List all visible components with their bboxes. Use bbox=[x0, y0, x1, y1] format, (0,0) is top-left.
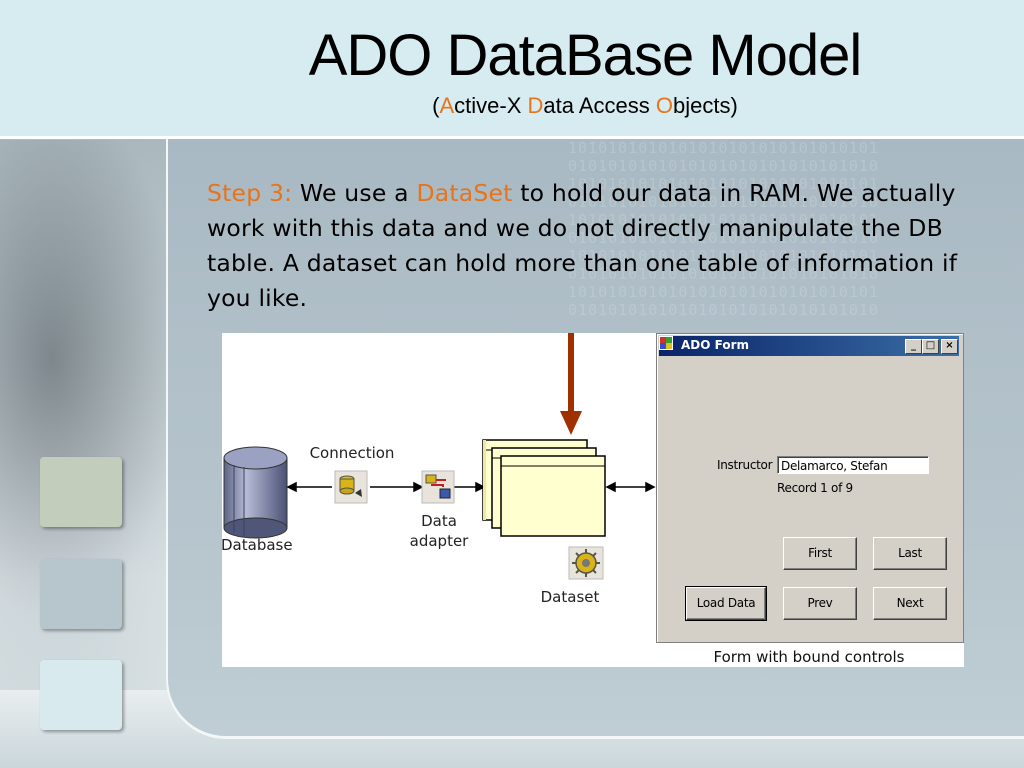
database-label: Database bbox=[222, 536, 293, 554]
slide-subtitle: (Active-X Data Access Objects) bbox=[0, 93, 1024, 119]
database-cylinder-icon bbox=[223, 446, 288, 539]
subtitle-open-paren: ( bbox=[432, 93, 440, 118]
step-label: Step 3: bbox=[207, 179, 293, 207]
ado-form-window: ADO Form _ □ × Instructor Delamarco, Ste… bbox=[656, 333, 964, 643]
first-button[interactable]: First bbox=[783, 537, 857, 570]
dataset-tables-icon bbox=[482, 439, 606, 537]
diagram-graphics bbox=[223, 333, 656, 580]
slide-title: ADO DataBase Model bbox=[308, 23, 863, 88]
dataset-label: Dataset bbox=[540, 588, 600, 606]
connection-icon bbox=[334, 470, 368, 504]
connector-arrows bbox=[286, 481, 656, 493]
pointer-arrow-icon bbox=[560, 333, 582, 435]
body-paragraph: Step 3: We use a DataSet to hold our dat… bbox=[207, 176, 997, 316]
subtitle-close-paren: ) bbox=[730, 93, 738, 118]
binary-watermark: 1010101010101010101010101010101 01010101… bbox=[568, 139, 879, 319]
body-text-1: We use a bbox=[292, 179, 417, 207]
subtitle-letter-a: A bbox=[439, 93, 455, 118]
subtitle-letter-o: O bbox=[655, 93, 674, 118]
subtitle-active-x: ctive-X bbox=[454, 93, 528, 118]
decor-square-green bbox=[40, 457, 122, 527]
subtitle-letter-d: D bbox=[527, 93, 544, 118]
form-app-icon bbox=[659, 336, 673, 350]
form-caption: Form with bound controls bbox=[713, 648, 905, 666]
minimize-button[interactable]: _ bbox=[905, 339, 922, 354]
prev-button[interactable]: Prev bbox=[783, 587, 857, 620]
ado-form-titlebar: ADO Form _ □ × bbox=[659, 336, 959, 356]
data-adapter-label-line2: adapter bbox=[409, 532, 469, 550]
data-adapter-label-line1: Data bbox=[421, 512, 457, 530]
record-status: Record 1 of 9 bbox=[777, 481, 853, 495]
decor-square-light bbox=[40, 660, 122, 730]
last-button[interactable]: Last bbox=[873, 537, 947, 570]
ado-form-title: ADO Form bbox=[681, 338, 750, 352]
load-data-button[interactable]: Load Data bbox=[685, 586, 767, 621]
dataset-keyword: DataSet bbox=[416, 179, 513, 207]
next-button[interactable]: Next bbox=[873, 587, 947, 620]
slide-header: ADO DataBase Model (Active-X Data Access… bbox=[0, 0, 1024, 139]
instructor-field[interactable]: Delamarco, Stefan bbox=[777, 456, 929, 474]
connection-label: Connection bbox=[309, 444, 395, 462]
maximize-button[interactable]: □ bbox=[922, 339, 939, 354]
dataset-gear-icon bbox=[568, 546, 604, 580]
data-adapter-icon bbox=[421, 470, 455, 504]
decor-square-blue bbox=[40, 559, 122, 629]
instructor-label: Instructor bbox=[717, 458, 773, 472]
body-text-2: to hold our data in RAM. We actually wor… bbox=[207, 179, 958, 312]
subtitle-objects: bjects bbox=[673, 93, 731, 118]
subtitle-data-access: ata Access bbox=[543, 93, 656, 118]
ado-diagram: Connection Database Data adapter Dataset… bbox=[222, 333, 964, 667]
close-button[interactable]: × bbox=[941, 339, 958, 354]
